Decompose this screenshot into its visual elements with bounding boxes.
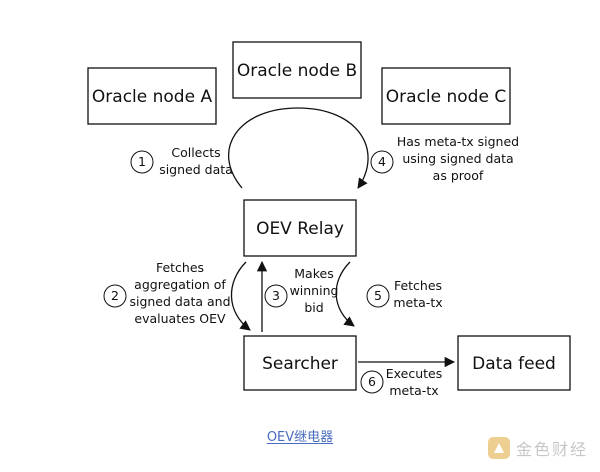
node-oev-relay-label: OEV Relay — [256, 219, 344, 239]
node-searcher: Searcher — [243, 335, 357, 391]
step-2-label-line-2: aggregation of — [134, 277, 226, 292]
node-searcher-label: Searcher — [262, 354, 338, 374]
node-data-feed: Data feed — [457, 335, 571, 391]
node-oracle-a-label: Oracle node A — [92, 87, 213, 107]
step-2-label-line-3: signed data and — [129, 294, 230, 309]
step-3-label-line-3: bid — [304, 300, 323, 315]
step-3-label-line-2: winning — [290, 283, 339, 298]
step-4-label-line-2: using signed data — [402, 151, 513, 166]
step-2: 2 Fetches aggregation of signed data and… — [103, 260, 231, 326]
step-1-label-line-1: Collects — [171, 145, 220, 160]
step-2-number: 2 — [111, 288, 119, 303]
step-1: 1 Collects signed data — [130, 145, 233, 177]
step-5-label-line-1: Fetches — [394, 278, 442, 293]
watermark-text: 金色财经 — [515, 440, 588, 459]
node-oracle-b: Oracle node B — [232, 41, 362, 99]
node-oracle-c-label: Oracle node C — [386, 87, 506, 107]
step-6-number: 6 — [368, 374, 376, 389]
arrow-collect-signed-data — [228, 107, 369, 189]
step-4-label-line-1: Has meta-tx signed — [397, 134, 519, 149]
node-oracle-b-label: Oracle node B — [237, 61, 357, 81]
step-3: 3 Makes winning bid — [264, 266, 339, 315]
step-4-number: 4 — [378, 154, 386, 169]
node-data-feed-label: Data feed — [472, 354, 556, 374]
step-2-label-line-1: Fetches — [156, 260, 204, 275]
step-1-label-line-2: signed data — [159, 162, 233, 177]
node-oracle-a: Oracle node A — [87, 67, 217, 125]
step-6-label-line-2: meta-tx — [389, 383, 438, 398]
step-4: 4 Has meta-tx signed using signed data a… — [370, 134, 519, 183]
step-3-label-line-1: Makes — [294, 266, 333, 281]
step-6: 6 Executes meta-tx — [360, 366, 443, 398]
step-5-label-line-2: meta-tx — [393, 295, 442, 310]
arrow-fetch-aggregation — [230, 261, 251, 331]
watermark-logo-icon — [487, 437, 510, 459]
figure-caption: OEV继电器 — [266, 430, 334, 445]
oev-flow-diagram: Oracle node A Oracle node B Oracle node … — [87, 41, 571, 398]
arrow-fetch-meta-tx — [335, 261, 355, 327]
step-5: 5 Fetches meta-tx — [366, 278, 443, 310]
node-oev-relay: OEV Relay — [243, 199, 357, 257]
step-5-number: 5 — [374, 288, 382, 303]
step-1-number: 1 — [138, 154, 146, 169]
step-4-label-line-3: as proof — [433, 168, 484, 183]
watermark: 金色财经 — [487, 436, 588, 460]
step-2-label-line-4: evaluates OEV — [134, 311, 226, 326]
step-6-label-line-1: Executes — [386, 366, 443, 381]
step-3-number: 3 — [272, 288, 280, 303]
node-oracle-c: Oracle node C — [381, 67, 511, 125]
